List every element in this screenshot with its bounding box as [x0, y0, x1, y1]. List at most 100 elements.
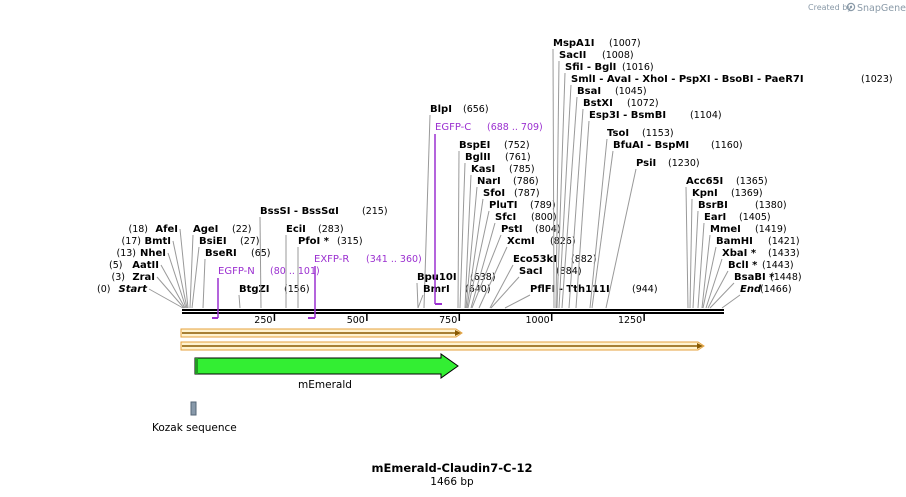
enzyme-name: BstXI [583, 98, 613, 109]
enzyme-name: Eco53kI [513, 254, 557, 265]
enzyme-site[interactable]: BmtI(17) [121, 236, 188, 309]
primer-sites: EGFP-N(80 .. 101)EXFP-R(341 .. 360)EGFP-… [212, 122, 543, 319]
enzyme-site[interactable]: Esp3I - BsmBI(1104) [575, 110, 722, 309]
enzyme-position: (1365) [736, 176, 768, 187]
enzyme-leader-line [160, 264, 186, 309]
enzyme-name: XcmI [507, 236, 535, 247]
enzyme-site[interactable]: KasI (785) [464, 164, 535, 309]
enzyme-site[interactable]: BsaBI *(1448) [709, 272, 802, 309]
enzyme-leader-line [457, 150, 460, 309]
enzyme-position: (1369) [731, 188, 763, 199]
primer-site[interactable]: EGFP-N(80 .. 101) [212, 266, 320, 319]
enzyme-site[interactable]: MmeI(1419) [701, 224, 787, 309]
enzyme-site[interactable]: NarI(786) [465, 176, 539, 309]
enzyme-site[interactable]: Eco53kI(882) [489, 254, 597, 309]
enzyme-leader-line [238, 294, 241, 309]
enzyme-site[interactable]: ZraI(3) [112, 272, 185, 309]
enzyme-leader-line [423, 114, 431, 309]
enzyme-site[interactable]: BsrBI(1380) [692, 200, 787, 309]
enzyme-name: AatII [132, 260, 159, 271]
enzyme-site[interactable]: EarI(1405) [697, 212, 771, 309]
enzyme-site[interactable]: PfoI *(315) [297, 236, 363, 308]
enzyme-name: SacI [519, 266, 543, 277]
enzyme-site[interactable]: SfcI(800) [470, 212, 557, 309]
enzyme-position: (789) [530, 200, 556, 211]
enzyme-site[interactable]: BspEI(752) [457, 140, 530, 309]
enzyme-site[interactable]: SfoI(787) [466, 188, 540, 309]
feature-box [190, 401, 197, 416]
enzyme-site[interactable]: AatII(5) [109, 260, 186, 309]
enzyme-position: (1421) [768, 236, 800, 247]
enzyme-site[interactable]: End(1466) [721, 284, 792, 309]
enzyme-site[interactable]: Acc65I(1365) [685, 176, 768, 309]
orf-arrowhead-icon [455, 330, 461, 336]
enzyme-site[interactable]: EciI(283) [285, 224, 344, 308]
enzyme-site[interactable]: BsiEI(27) [191, 236, 260, 309]
enzyme-site[interactable]: PsiI(1230) [605, 158, 700, 309]
enzyme-site[interactable]: TsoI(1153) [589, 128, 674, 309]
enzyme-site[interactable]: MspA1I(1007) [552, 38, 641, 309]
enzyme-site[interactable]: PluTI(789) [467, 200, 556, 309]
enzyme-leader-line [156, 276, 185, 309]
enzyme-site[interactable]: BamHI(1421) [702, 236, 800, 309]
enzyme-site[interactable]: SacII(1008) [555, 50, 634, 309]
enzyme-name: PstI [501, 224, 523, 235]
enzyme-site[interactable]: AfeI(18) [128, 224, 189, 309]
enzyme-site[interactable]: BlpI(656) [423, 104, 489, 309]
enzyme-leader-line [705, 258, 723, 309]
feature-kozak[interactable]: Kozak sequence [152, 401, 237, 434]
enzyme-site[interactable]: AgeI(22) [189, 224, 252, 309]
enzyme-leader-line [202, 258, 206, 309]
scale-tick-label: 1250 [618, 315, 642, 326]
enzyme-name: BmrI [423, 284, 450, 295]
enzyme-leader-line [697, 222, 705, 309]
enzyme-name: BsrBI [698, 200, 728, 211]
enzyme-leader-line [689, 198, 693, 309]
enzyme-name: BseRI [205, 248, 237, 259]
enzyme-leader-line [591, 150, 614, 309]
enzyme-site[interactable]: SmlI - AvaI - XhoI - PspXI - BsoBI - Pae… [558, 74, 893, 309]
enzyme-site[interactable]: SacI(884) [490, 266, 582, 309]
enzyme-site[interactable]: BssSI - BssSαI(215) [259, 206, 388, 309]
feature-mEmerald[interactable]: mEmerald [194, 353, 459, 391]
enzyme-site[interactable]: BsaI(1045) [561, 86, 647, 309]
enzyme-site[interactable]: SfiI - BglI(1016) [556, 62, 654, 309]
enzyme-position: (1153) [642, 128, 674, 139]
enzyme-site[interactable]: BmrI(640) [417, 284, 491, 309]
enzyme-position: (1448) [770, 272, 802, 283]
enzyme-position: (1016) [622, 62, 654, 73]
enzyme-site[interactable]: NheI(13) [116, 248, 187, 309]
enzyme-name: Start [119, 284, 149, 295]
primer-site[interactable]: EXFP-R(341 .. 360) [308, 254, 422, 319]
enzyme-name: PfoI * [298, 236, 330, 247]
enzyme-leader-line [470, 222, 496, 309]
primer-name: EXFP-R [314, 254, 349, 265]
orf-arrow[interactable] [180, 341, 705, 351]
enzyme-name: KpnI [692, 188, 718, 199]
orf-arrow[interactable] [180, 328, 463, 338]
enzyme-leader-line [259, 216, 262, 309]
enzyme-site[interactable]: Start(0) [97, 284, 184, 309]
enzyme-site[interactable]: XbaI *(1433) [705, 248, 800, 309]
enzyme-site[interactable]: PstI(804) [471, 224, 561, 309]
enzyme-site[interactable]: BclI *(1443) [707, 260, 794, 309]
enzyme-site[interactable]: KpnI (1369) [689, 188, 763, 309]
primer-range: (80 .. 101) [270, 266, 320, 277]
enzyme-position: (785) [509, 164, 535, 175]
enzyme-position: (944) [632, 284, 658, 295]
enzyme-site[interactable]: PflFI - Tth111I(944) [504, 284, 658, 309]
enzyme-site[interactable]: BglII(761) [459, 152, 531, 309]
enzyme-name: NheI [140, 248, 166, 259]
enzyme-name: SfoI [483, 188, 505, 199]
primer-site[interactable]: EGFP-C(688 .. 709) [434, 122, 543, 305]
enzyme-position: (1466) [760, 284, 792, 295]
enzyme-leader-line [416, 282, 419, 309]
enzyme-site[interactable]: BfuAI - BspMI(1160) [591, 140, 743, 309]
enzyme-site[interactable]: BstXI(1072) [568, 98, 659, 309]
enzyme-name: KasI [471, 164, 495, 175]
sequence-title: mEmerald-Claudin7-C-12 [372, 461, 533, 475]
enzyme-site[interactable]: Bpu10I(638) [416, 272, 496, 309]
enzyme-leader-line [721, 294, 741, 309]
scale-tick-label: 250 [254, 315, 272, 326]
enzyme-site[interactable]: BtgZI(156) [238, 284, 310, 309]
